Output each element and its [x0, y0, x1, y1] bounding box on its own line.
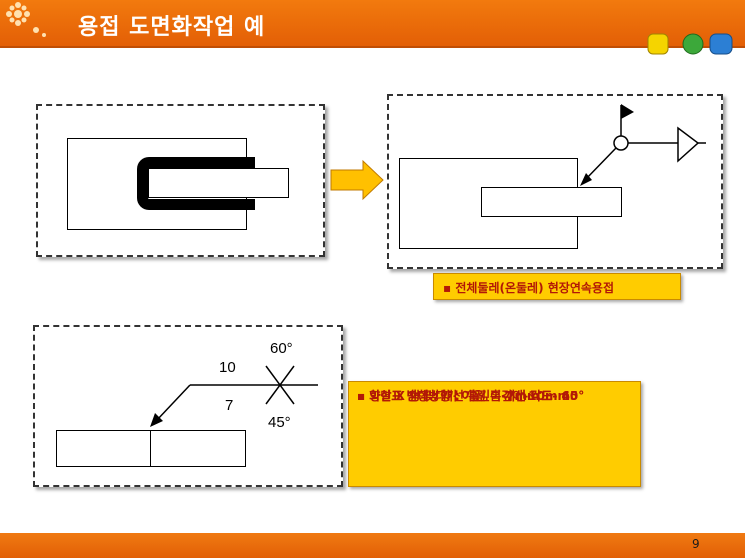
note-line-3: 개선 각도- 60° — [504, 389, 585, 403]
angle-label-45: 45° — [268, 414, 291, 431]
bullet-icon: ▪ — [443, 281, 452, 295]
plate-left — [56, 430, 152, 467]
lap-plate — [148, 168, 289, 198]
puzzle-icons — [647, 33, 733, 55]
header-bar — [0, 0, 745, 48]
plate-right — [150, 430, 246, 467]
note-line-5: 개선 각도- 45° — [504, 389, 585, 403]
bullet-icon: ▪ — [357, 389, 370, 403]
angle-label-60: 60° — [270, 340, 293, 357]
depth-label-10: 10 — [219, 359, 236, 376]
note-butt-joint: ▪ 양면 X 형 맞대기 이음 ▪ 화살표 반대방향 : 개선 홈깊이-10mm… — [348, 381, 641, 487]
lap-plate-2 — [481, 187, 622, 217]
footer-bar — [0, 533, 745, 558]
bullet-icon: ▪ — [357, 389, 370, 403]
note-all-around-text: 전체둘레(온둘레) 현장연속용접 — [455, 281, 614, 295]
weld-bead — [137, 157, 255, 210]
note-all-around: ▪ 전체둘레(온둘레) 현장연속용접 — [433, 273, 681, 300]
note-line-4: ▪ 화살표 방향 : 개선 홈깊이-7mm — [357, 389, 540, 403]
note-line-2: ▪ 화살표 반대방향 : 개선 홈깊이-10mm — [357, 389, 570, 403]
bullet-icon: ▪ — [357, 389, 370, 403]
note-line-1: ▪ 양면 X 형 맞대기 이음 — [357, 389, 484, 403]
page-title: 용접 도면화작업 예 — [78, 15, 266, 40]
depth-label-7: 7 — [225, 397, 234, 414]
page-number: 9 — [692, 537, 700, 551]
flower-icon — [6, 2, 46, 37]
